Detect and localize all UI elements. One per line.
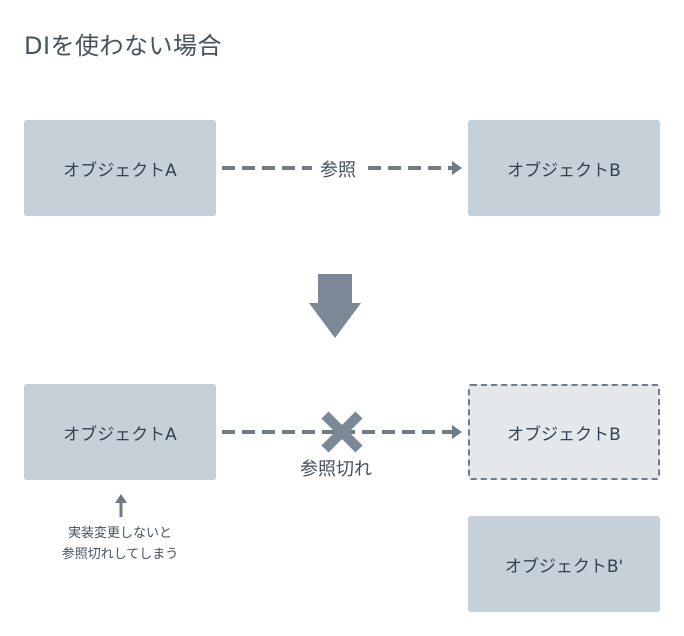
object-a-box-top: オブジェクトA xyxy=(24,120,216,216)
broken-reference-arrow-head xyxy=(452,425,462,439)
up-arrow-icon xyxy=(115,494,127,517)
note-line-2: 参照切れしてしまう xyxy=(61,547,179,562)
reference-label: 参照 xyxy=(320,160,356,181)
reference-arrow-head xyxy=(452,161,462,175)
change-required-note: 実装変更しないと 参照切れしてしまう xyxy=(40,523,200,565)
object-b-ghost-box: オブジェクトB xyxy=(468,384,660,480)
object-b-prime-box: オブジェクトB' xyxy=(468,516,660,612)
note-line-1: 実装変更しないと xyxy=(67,526,172,541)
object-b-prime-label: オブジェクトB' xyxy=(504,556,624,577)
object-b-box-top: オブジェクトB xyxy=(468,120,660,216)
down-arrow-icon xyxy=(309,274,361,338)
object-a-label: オブジェクトA xyxy=(63,424,177,445)
broken-reference-label: 参照切れ xyxy=(300,459,372,480)
object-a-box-bottom: オブジェクトA xyxy=(24,384,216,480)
cross-mark-icon xyxy=(321,411,363,453)
object-b-label: オブジェクトB xyxy=(507,160,621,181)
object-b-label: オブジェクトB xyxy=(507,424,621,445)
page-title: DIを使わない場合 xyxy=(24,32,223,60)
object-a-label: オブジェクトA xyxy=(63,160,177,181)
